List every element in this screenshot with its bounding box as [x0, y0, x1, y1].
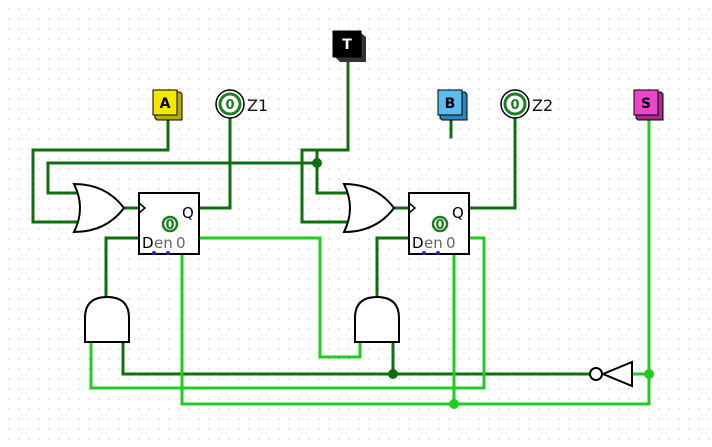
wire-q2-z2[interactable] [467, 114, 517, 210]
input-pin-b[interactable]: B [437, 89, 468, 121]
wires-high [89, 116, 651, 406]
input-pin-a[interactable]: A [152, 89, 183, 121]
d-latch-2[interactable]: 0 Q D en 0 [408, 192, 470, 255]
output-probe-z2-value: 0 [510, 98, 519, 113]
input-pin-t[interactable]: T [332, 30, 366, 62]
junction-not [388, 369, 398, 379]
wire-s[interactable] [452, 116, 651, 406]
not-gate[interactable] [589, 360, 633, 388]
output-probe-z1-label: Z1 [247, 96, 268, 115]
input-pin-a-label: A [160, 96, 171, 112]
d-latch-1[interactable]: 0 Q D en 0 [138, 192, 200, 255]
input-pin-b-label: B [445, 96, 456, 112]
d-latch-1-bit: 0 [176, 234, 186, 252]
wire-not-out[interactable] [121, 340, 592, 376]
input-pin-t-label: T [342, 37, 352, 53]
wire-en1[interactable] [180, 250, 456, 406]
wire-and1-d1[interactable] [104, 236, 141, 302]
d-latch-2-q-label: Q [452, 204, 464, 222]
d-latch-1-state: 0 [165, 218, 174, 233]
wire-t[interactable] [300, 55, 352, 224]
input-pin-s-label: S [641, 96, 651, 112]
output-probe-z2-label: Z2 [532, 96, 553, 115]
wire-q1-z1[interactable] [197, 114, 232, 210]
or-gate-2[interactable] [342, 182, 396, 234]
and-gate-1[interactable] [84, 295, 130, 343]
wires-low [31, 55, 592, 376]
wire-a[interactable] [31, 118, 170, 224]
junction-t [312, 158, 322, 168]
wire-q1bar-and2[interactable] [197, 236, 362, 359]
junction-en [449, 399, 459, 409]
or-gate-1[interactable] [72, 182, 126, 234]
d-latch-1-en-label: en [154, 234, 173, 252]
output-probe-z1-value: 0 [225, 98, 234, 113]
d-latch-2-bit: 0 [446, 234, 456, 252]
output-probe-z2[interactable]: 0 [500, 89, 530, 119]
input-pin-s[interactable]: S [633, 89, 664, 121]
d-latch-1-d-label: D [142, 234, 154, 252]
d-latch-2-state: 0 [435, 218, 444, 233]
d-latch-2-en-label: en [424, 234, 443, 252]
wire-and1-in[interactable] [89, 236, 486, 390]
and-gate-2[interactable] [354, 295, 400, 343]
d-latch-1-q-label: Q [182, 204, 194, 222]
d-latch-2-d-label: D [412, 234, 424, 252]
junction-s [644, 369, 654, 379]
wire-and2-d2[interactable] [375, 236, 411, 302]
output-probe-z1[interactable]: 0 [215, 89, 245, 119]
wire-t-branch-or1[interactable] [46, 161, 319, 195]
